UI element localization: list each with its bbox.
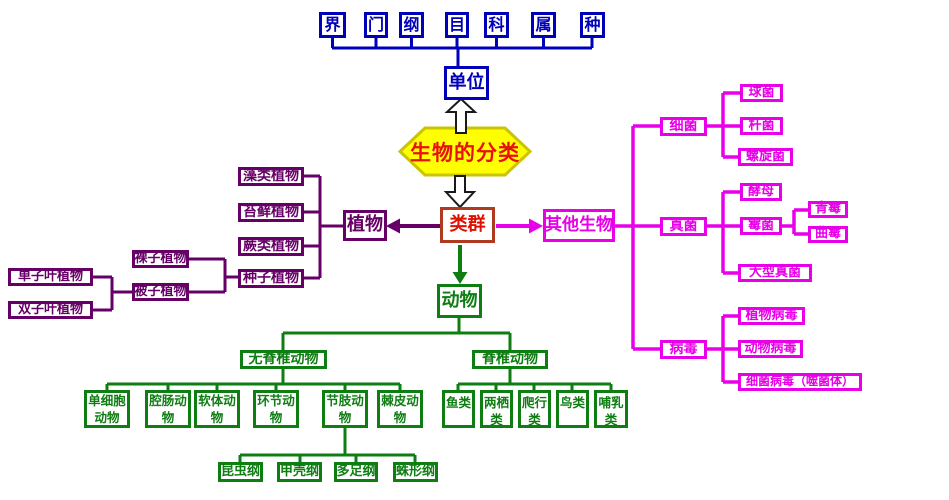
node-fern: 蕨类植物 [238, 237, 304, 256]
node-amphibian-label: 两栖类 [483, 395, 509, 427]
node-mold: 霉菌 [740, 217, 782, 235]
magenta-connectors [615, 91, 808, 384]
node-mollusk: 软体动物 [194, 390, 240, 428]
green-connectors [105, 318, 613, 462]
node-yeast: 酵母 [740, 183, 782, 201]
node-virus: 病毒 [660, 340, 707, 359]
node-echinoderm-label: 棘皮动物 [381, 393, 419, 425]
node-reptile: 爬行类 [518, 390, 551, 428]
node-echinoderm: 棘皮动物 [377, 390, 423, 428]
hollow-arrows [443, 97, 478, 209]
node-fish-label: 鱼类 [445, 395, 471, 410]
node-fungi: 真菌 [660, 217, 707, 236]
node-family: 科 [484, 12, 509, 38]
arrow-to-animals [452, 245, 468, 284]
node-penicillium: 青霉 [808, 201, 848, 218]
node-reptile-label: 爬行类 [521, 395, 547, 427]
node-mammal: 哺乳类 [594, 390, 628, 428]
hexagon-title: 生物的分类 [410, 140, 520, 165]
node-arthropod-label: 节肢动物 [326, 393, 364, 425]
node-unicellular-label: 单细胞动物 [88, 393, 126, 425]
node-vertebrates: 脊椎动物 [472, 350, 548, 369]
node-bird: 鸟类 [556, 390, 589, 428]
node-annelid-label: 环节动物 [257, 393, 295, 425]
node-algae: 藻类植物 [238, 167, 304, 186]
arrow-to-other-organisms [496, 218, 543, 234]
node-coelenterate-label: 腔肠动物 [149, 393, 187, 425]
node-other-organisms: 其他生物 [543, 209, 615, 242]
node-gymnosperm: 裸子植物 [132, 250, 189, 268]
node-moss: 苔藓植物 [238, 203, 304, 222]
node-fish: 鱼类 [442, 390, 475, 428]
node-class: 纲 [399, 12, 424, 38]
node-arachnida: 蛛形纲 [393, 462, 438, 482]
hollow-arrow-up-icon [444, 97, 478, 134]
node-group: 类群 [440, 207, 495, 243]
node-plants: 植物 [343, 210, 387, 241]
node-animal-virus: 动物病毒 [738, 340, 803, 358]
node-macrofungi: 大型真菌 [738, 264, 812, 282]
node-animals: 动物 [437, 284, 482, 318]
hexagon-shape [397, 126, 533, 177]
node-dicot: 双子叶植物 [8, 301, 93, 319]
node-insecta: 昆虫纲 [218, 462, 263, 482]
node-mammal-label: 哺乳类 [598, 395, 624, 427]
node-species: 种 [580, 12, 605, 38]
node-bacteriophage: 细菌病毒（噬菌体） [738, 373, 862, 391]
node-arthropod: 节肢动物 [322, 390, 368, 428]
node-bacteria: 细菌 [660, 117, 707, 136]
node-phylum: 门 [364, 12, 388, 38]
blue-connectors [331, 38, 594, 66]
node-amphibian: 两栖类 [480, 390, 513, 428]
hollow-arrow-down-icon [443, 175, 477, 209]
node-coccus: 球菌 [740, 84, 783, 102]
node-plant-virus: 植物病毒 [738, 307, 805, 325]
node-seed-plants: 种子植物 [238, 269, 304, 288]
node-mollusk-label: 软体动物 [198, 393, 236, 425]
node-bird-label: 鸟类 [559, 395, 585, 410]
node-angiosperm: 被子植物 [132, 283, 189, 301]
node-genus: 属 [531, 12, 556, 38]
node-aspergillus: 曲霉 [808, 226, 848, 243]
arrow-to-plants [386, 218, 440, 234]
purple-connectors [93, 174, 343, 312]
node-crustacea: 甲壳纲 [277, 462, 322, 482]
node-bacillus: 杆菌 [740, 117, 783, 135]
node-annelid: 环节动物 [253, 390, 299, 428]
node-order: 目 [445, 12, 469, 38]
node-invertebrates: 无脊椎动物 [240, 350, 327, 369]
node-spirillum: 螺旋菌 [738, 148, 793, 166]
node-monocot: 单子叶植物 [8, 268, 93, 286]
node-kingdom: 界 [319, 12, 346, 38]
node-myriapoda: 多足纲 [334, 462, 378, 482]
node-unit: 单位 [444, 66, 489, 100]
node-unicellular: 单细胞动物 [84, 390, 130, 428]
node-coelenterate: 腔肠动物 [145, 390, 191, 428]
